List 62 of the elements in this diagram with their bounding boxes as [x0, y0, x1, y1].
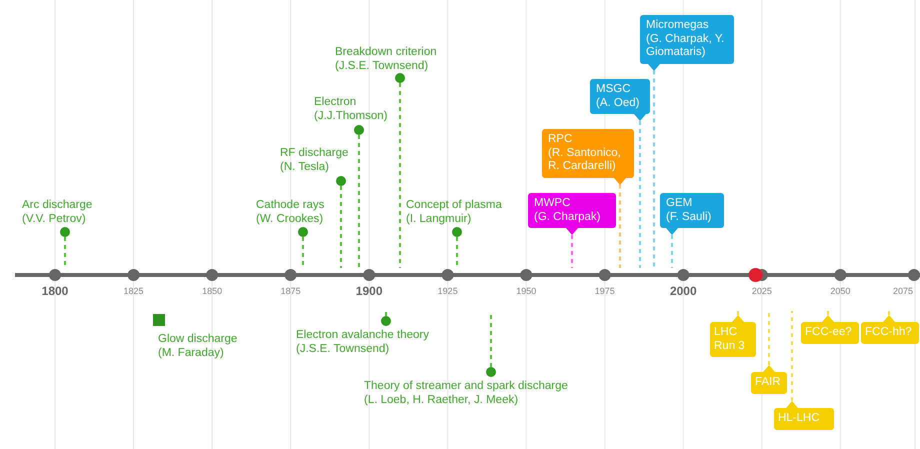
stem-line: [639, 121, 641, 268]
event-name: Micromegas: [646, 19, 710, 32]
event-name: Cathode rays: [256, 198, 324, 212]
stem-line: [302, 237, 304, 268]
event-authors: (W. Crookes): [256, 212, 324, 226]
stem-line: [619, 184, 621, 268]
event-authors: (N. Tesla): [280, 160, 330, 174]
event-name: Theory of streamer and spark discharge: [364, 379, 568, 393]
year-label: 2025: [752, 286, 772, 296]
year-label: 2075: [892, 286, 914, 296]
stem-line: [64, 237, 66, 268]
event-name: RF discharge: [280, 146, 348, 160]
event-authors: (J.S.E. Townsend): [335, 59, 430, 73]
year-label: 1975: [594, 286, 615, 296]
stem-line: [671, 235, 673, 268]
event-authors: (F. Sauli): [666, 210, 712, 224]
event-authors: (J.S.E. Townsend): [296, 342, 390, 356]
year-label: 1875: [280, 286, 301, 296]
event-name: Breakdown criterion: [335, 45, 437, 59]
event-name: Concept of plasma: [406, 198, 502, 212]
event-authors: (J.J.Thomson): [314, 109, 388, 123]
event-authors: (M. Faraday): [158, 346, 225, 360]
year-label: 1800: [42, 284, 68, 298]
event-authors: (V.V. Petrov): [22, 212, 87, 226]
event-name: Electron avalanche theory: [296, 328, 429, 342]
event-name: LHC Run 3: [714, 326, 746, 353]
event-authors: (R. Santonico, R. Cardarelli): [548, 146, 622, 174]
event-name: RPC: [548, 133, 574, 146]
stem-line: [768, 311, 770, 365]
stem-line: [653, 70, 655, 268]
stem-line: [399, 83, 401, 268]
stem-line: [571, 235, 573, 268]
event-authors: (I. Langmuir): [406, 212, 472, 226]
event-authors: (G. Charpak, Y. Giomataris): [646, 32, 726, 60]
year-label: 1925: [438, 286, 458, 296]
event-authors: (L. Loeb, H. Raether, J. Meek): [364, 393, 520, 407]
year-label: 2050: [830, 286, 850, 296]
stem-line: [827, 311, 829, 315]
event-name: MSGC: [596, 83, 632, 96]
stem-line: [737, 311, 739, 315]
year-label: 1900: [356, 284, 382, 298]
event-name: Arc discharge: [22, 198, 92, 212]
event-name: FCC-ee?: [805, 326, 853, 340]
event-name: HL-LHC: [778, 412, 821, 426]
event-name: GEM: [666, 197, 694, 210]
event-authors: (A. Oed): [596, 96, 640, 110]
stem-line: [340, 186, 342, 268]
year-label: 1950: [516, 286, 536, 296]
stem-line: [456, 237, 458, 268]
stem-line: [358, 135, 360, 268]
year-label: 1850: [202, 286, 222, 296]
year-label: 1825: [124, 286, 144, 296]
stem-line: [888, 311, 890, 315]
year-label: 2000: [670, 284, 697, 298]
event-name: MWPC: [534, 197, 572, 210]
event-name: Glow discharge: [158, 332, 238, 346]
event-name: FAIR: [755, 376, 782, 390]
stem-line: [385, 311, 387, 316]
event-name: Electron: [314, 95, 358, 109]
event-authors: (G. Charpak): [534, 210, 602, 224]
event-name: FCC-hh?: [865, 326, 913, 340]
stem-line: [791, 311, 793, 401]
